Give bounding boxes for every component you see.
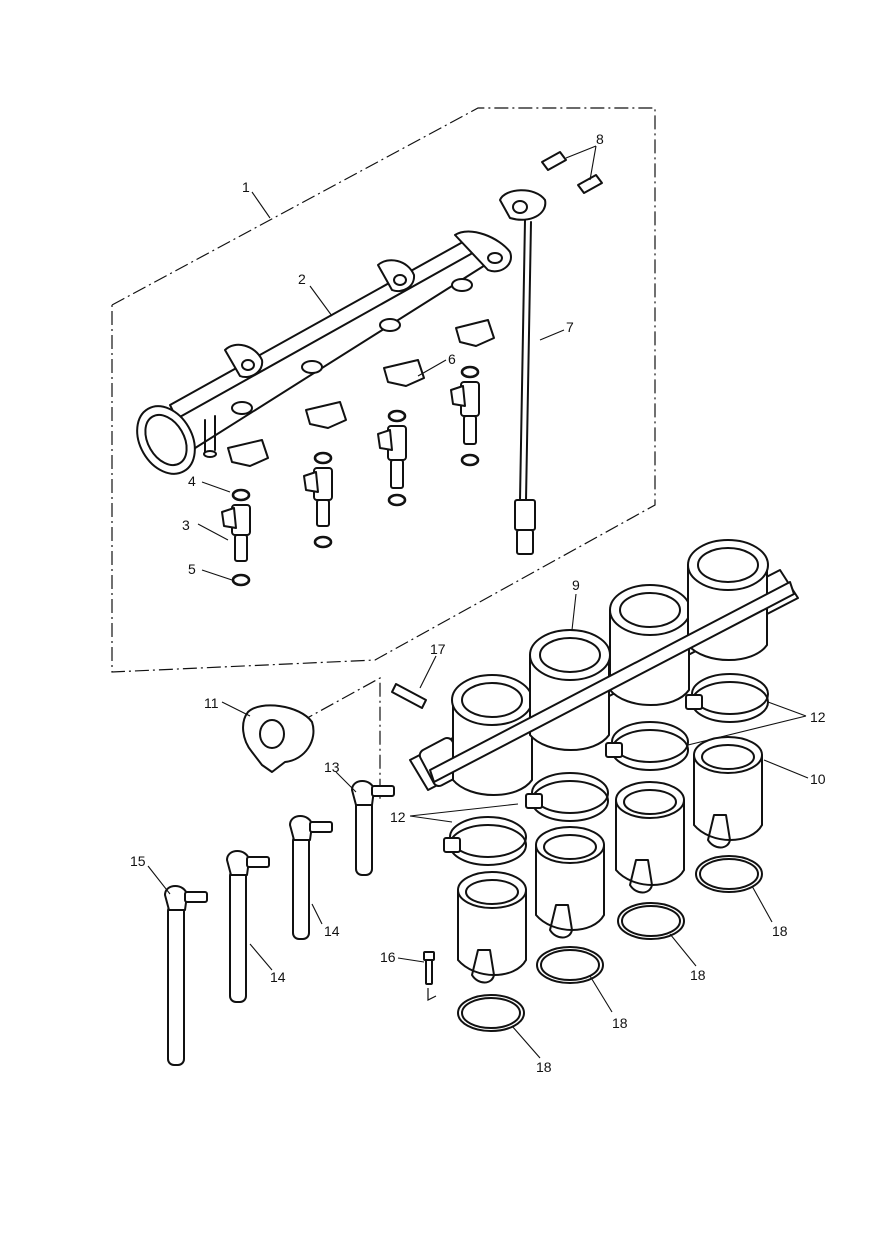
clamp-1 xyxy=(443,816,527,866)
callout-6: 6 xyxy=(448,351,456,367)
throttle-body-3 xyxy=(609,584,691,706)
injector-3 xyxy=(377,409,407,507)
sensor-pipe xyxy=(499,189,547,555)
hose-clamps xyxy=(443,673,769,866)
callout-1: 1 xyxy=(242,179,250,195)
callout-5: 5 xyxy=(188,561,196,577)
callout-17: 17 xyxy=(430,641,446,657)
callout-18-b: 18 xyxy=(690,967,706,983)
leader-lines xyxy=(147,145,809,1059)
adaptor-4 xyxy=(693,736,763,849)
injector-clips xyxy=(227,319,495,467)
hose-13 xyxy=(351,780,395,876)
callout-18-a: 18 xyxy=(772,923,788,939)
callout-8: 8 xyxy=(596,131,604,147)
callout-10: 10 xyxy=(810,771,826,787)
clamp-4 xyxy=(685,673,769,723)
screws xyxy=(541,151,603,194)
hose-14a xyxy=(289,815,333,940)
callout-16: 16 xyxy=(380,949,396,965)
callout-12-upper: 12 xyxy=(810,709,826,725)
adaptor-3 xyxy=(615,781,685,894)
screw-17 xyxy=(391,683,427,709)
callout-3: 3 xyxy=(182,517,190,533)
callout-18-c: 18 xyxy=(612,1015,628,1031)
injector-1 xyxy=(221,488,251,587)
throttle-position-sensor xyxy=(242,704,315,773)
callout-numbers: 1 2 3 4 5 6 7 8 9 10 11 12 12 13 14 14 1… xyxy=(130,131,826,1075)
callout-15: 15 xyxy=(130,853,146,869)
callout-4: 4 xyxy=(188,473,196,489)
fuel-injectors xyxy=(221,365,480,587)
hose-15 xyxy=(164,885,208,1066)
throttle-bodies xyxy=(409,539,799,796)
clamp-3 xyxy=(605,721,689,771)
vacuum-hoses xyxy=(164,780,395,1066)
callout-12-lower: 12 xyxy=(390,809,406,825)
callout-9: 9 xyxy=(572,577,580,593)
hose-14b xyxy=(226,850,270,1003)
adaptor-2 xyxy=(535,826,605,939)
callout-18-d: 18 xyxy=(536,1059,552,1075)
assembly-boundary xyxy=(111,107,656,800)
injector-4 xyxy=(450,365,480,467)
clamp-2 xyxy=(525,772,609,822)
callout-13: 13 xyxy=(324,759,340,775)
fuel-rail xyxy=(136,230,512,475)
callout-14-right: 14 xyxy=(324,923,340,939)
adaptor-1 xyxy=(457,871,527,984)
injector-2 xyxy=(303,451,333,549)
screw-16 xyxy=(423,951,437,1001)
intake-adaptors xyxy=(457,736,763,984)
callout-7: 7 xyxy=(566,319,574,335)
intake-o-rings xyxy=(457,855,763,1032)
callout-11: 11 xyxy=(204,695,219,711)
callout-2: 2 xyxy=(298,271,306,287)
callout-14-left: 14 xyxy=(270,969,286,985)
